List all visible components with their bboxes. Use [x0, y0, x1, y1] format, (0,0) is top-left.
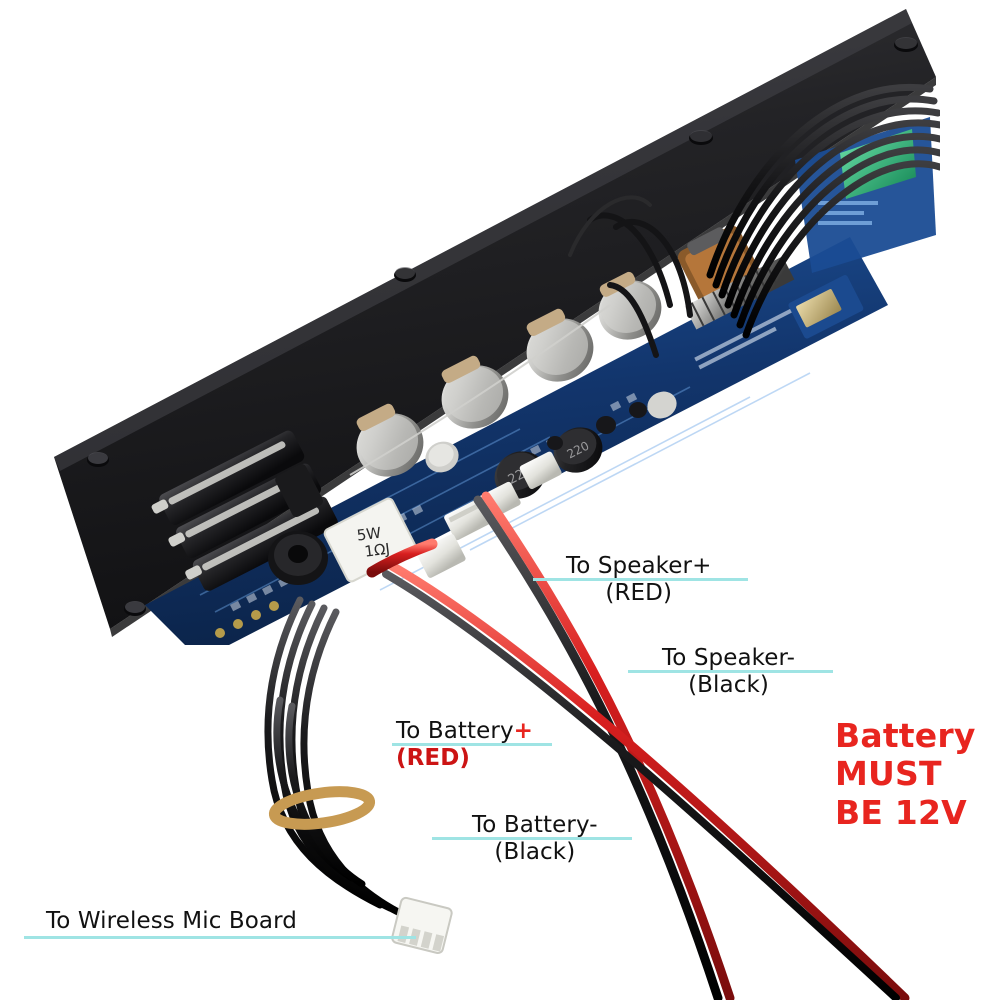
plus-sign: + — [513, 718, 534, 744]
warning-line-2: MUST — [835, 754, 942, 794]
label-to-speaker-minus: To Speaker- (Black) — [662, 645, 795, 699]
label-to-speaker-minus-line1: To Speaker- — [662, 645, 796, 671]
label-to-battery-plus: To Battery+ (RED) — [396, 718, 533, 772]
label-to-battery-plus-line1: To Battery+ — [396, 718, 533, 745]
label-to-wireless-mic-board-line1: To Wireless Mic Board — [46, 908, 297, 934]
leader-line-battery-minus — [432, 837, 632, 840]
svg-text:1ΩJ: 1ΩJ — [363, 540, 390, 561]
leader-line-battery-plus — [392, 743, 552, 746]
amplifier-faceplate: 220 220 — [50, 5, 940, 645]
label-to-speaker-plus-line2: (RED) — [605, 580, 673, 607]
potentiometers — [349, 225, 761, 477]
leader-line-wireless-mic — [24, 936, 416, 939]
label-to-battery-plus-line2: (RED) — [396, 745, 471, 772]
bluetooth-module — [788, 275, 864, 339]
label-to-battery-minus: To Battery- (Black) — [472, 812, 598, 866]
internal-wiring — [587, 212, 693, 358]
ribbon-cable — [706, 84, 940, 339]
label-to-battery-plus-text: To Battery — [396, 718, 514, 744]
warning-line-1: Battery — [835, 716, 976, 755]
leader-line-speaker-plus — [533, 578, 748, 581]
label-to-speaker-plus-line1: To Speaker+ — [566, 553, 712, 579]
label-to-battery-minus-line2: (Black) — [494, 839, 576, 866]
leader-line-speaker-minus — [628, 670, 833, 673]
label-to-speaker-minus-line2: (Black) — [688, 672, 769, 699]
warning-battery-voltage: Battery MUST BE 12V — [835, 716, 976, 832]
jst-connector — [391, 896, 453, 955]
warning-line-3: BE 12V — [835, 792, 967, 832]
label-to-speaker-plus: To Speaker+ (RED) — [566, 553, 711, 607]
label-to-battery-minus-line1: To Battery- — [472, 812, 598, 838]
label-to-wireless-mic-board: To Wireless Mic Board — [46, 908, 297, 935]
